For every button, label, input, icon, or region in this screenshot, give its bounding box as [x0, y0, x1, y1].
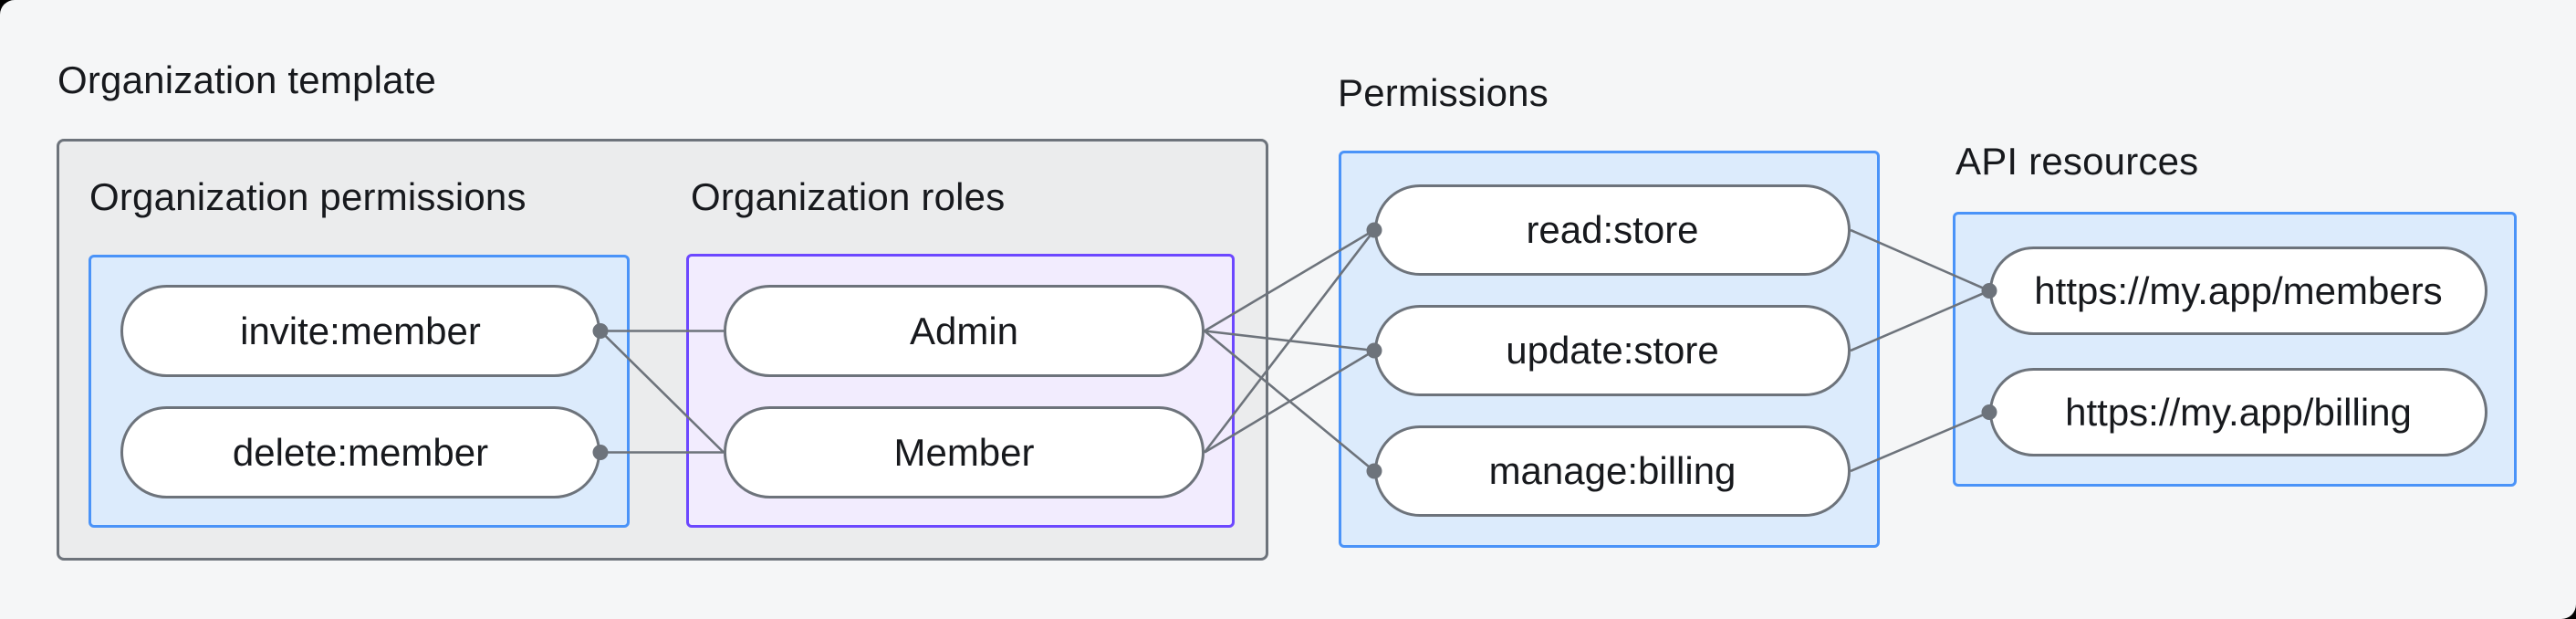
organization-roles-title: Organization roles: [691, 175, 1006, 218]
node-admin: Admin: [724, 285, 1205, 377]
organization-permissions-title: Organization permissions: [89, 175, 527, 218]
node-invite-member: invite:member: [120, 285, 600, 377]
node-billing-resource: https://my.app/billing: [1989, 368, 2487, 456]
node-delete-member: delete:member: [120, 406, 600, 498]
api-resources-title: API resources: [1955, 140, 2199, 183]
node-read-store: read:store: [1374, 184, 1851, 276]
permissions-title: Permissions: [1338, 71, 1549, 114]
node-manage-billing: manage:billing: [1374, 425, 1851, 517]
node-members-resource: https://my.app/members: [1989, 247, 2487, 335]
organization-template-title: Organization template: [57, 58, 437, 101]
node-member: Member: [724, 406, 1205, 498]
node-update-store: update:store: [1374, 305, 1851, 396]
